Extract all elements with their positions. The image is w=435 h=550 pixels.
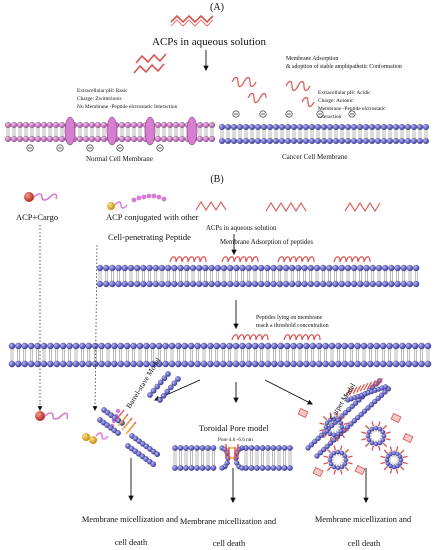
membrane-adsorption-peptides-label: Membrane Adsorption of peptides — [220, 239, 313, 246]
toroidal-pore-model — [172, 444, 293, 471]
outcome-center-label: Membrane micellization and cell death — [180, 517, 278, 548]
panel-b-label: (B) — [210, 174, 223, 185]
barrel-stave-model — [97, 371, 181, 468]
zigzag-peptide-top — [170, 14, 214, 27]
helix-peptides-cancer — [231, 76, 315, 108]
outcome-left-label: Membrane micellization and cell death — [82, 515, 180, 547]
zigzag-peptides-b — [195, 200, 381, 213]
arrow-to-carpet — [264, 379, 313, 405]
transmembrane-proteins — [64, 116, 198, 146]
internalized-cpp — [82, 408, 121, 444]
toroidal-label: Toroidal Pore model — [199, 423, 269, 433]
internalized-cargo — [35, 411, 69, 421]
membrane-adsorption-label: Membrane Adsorption & adoption of stable… — [286, 56, 402, 70]
threshold-label: Peptides lying on membrane reach a thres… — [256, 315, 329, 329]
membrane-adsorption-bilayer — [96, 264, 420, 288]
adsorbed-helices — [169, 256, 371, 263]
acp-cargo-label: ACP+Cargo — [16, 212, 58, 222]
dotted-path-cpp — [92, 244, 98, 411]
cancer-conditions-label: Extracellular pH: Acidic Charge: Anionic… — [318, 90, 387, 120]
acps-aqueous-label: ACPs in aqueous solution — [206, 225, 277, 232]
cancer-membrane-charges — [232, 110, 356, 118]
cancer-cell-membrane — [218, 123, 430, 145]
pore-size-label: Pore 4.6 -6.6 nm — [218, 437, 253, 443]
normal-membrane-label: Normal Cell Membrane — [86, 155, 153, 163]
panel-a-title: ACPs in aqueous solution — [152, 36, 266, 48]
acp-cpp-icon — [107, 193, 167, 210]
acp-cargo-icon — [24, 192, 58, 202]
threshold-helices — [231, 334, 321, 341]
zigzag-peptide-left — [133, 53, 167, 74]
cancer-membrane-label: Cancer Cell Membrane — [282, 153, 347, 161]
outcome-right-label: Membrane micellization and cell death — [315, 515, 413, 548]
carpet-model — [297, 377, 414, 477]
normal-membrane-charges — [26, 144, 164, 152]
normal-conditions-label: Extracellular pH: Basic Charge: Zwitteri… — [77, 88, 178, 110]
acp-conjugated-label: ACP conjugated with other Cell-penetrati… — [106, 212, 201, 242]
panel-a-label: (A) — [210, 2, 224, 13]
threshold-bilayer — [8, 342, 432, 368]
